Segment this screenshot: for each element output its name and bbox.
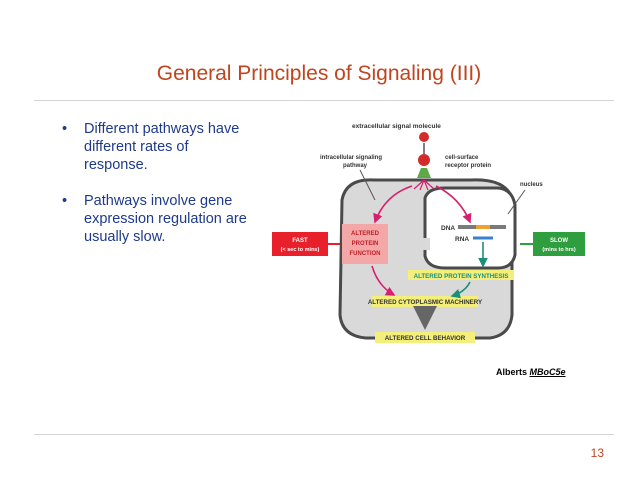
cytoplasmic-label: ALTERED CYTOPLASMIC MACHINERY [368,299,483,306]
bullet-dot-icon: • [62,193,68,209]
intracellular-pointer [359,169,376,201]
figure-citation: Alberts MBoC5e [496,367,566,377]
signal-molecule-top [419,132,429,142]
behavior-label: ALTERED CELL BEHAVIOR [385,335,466,342]
dna-strand [458,225,506,229]
altered-function-box [342,224,388,264]
slow-pathway-arrow [435,185,472,224]
citation-author: Alberts [496,367,528,377]
page-number: 13 [590,446,604,460]
citation-work: MBoC5e [529,367,566,377]
nucleus-label: nucleus [520,182,543,188]
receptor-label-1: cell-surface [445,155,479,161]
altered-function-2: PROTEIN [352,241,379,247]
fast-label-2: (< sec to mins) [281,247,320,253]
title-divider [34,100,614,101]
receptor-protein [417,168,431,178]
fast-pathway-arrow [373,185,413,224]
altered-function-1: ALTERED [351,231,380,237]
bullet-item: • Pathways involve gene expression regul… [62,192,252,246]
nucleus-pore [420,238,430,250]
fast-label-1: FAST [292,238,308,244]
cytoplasmic-box [372,296,478,307]
signal-molecule [418,154,430,166]
intracellular-label-1: intracellular signaling [320,155,382,161]
bullet-item: • Different pathways have different rate… [62,120,252,174]
receptor-splay [413,179,435,191]
fast-box [272,232,328,256]
rna-label: RNA [455,236,469,243]
behavior-box [375,332,475,343]
slide-title: General Principles of Signaling (III) [156,62,482,85]
nucleus [423,186,517,270]
protein-synthesis-box [408,270,514,280]
slow-label-1: SLOW [550,238,568,244]
dna-label: DNA [441,225,455,232]
footer-divider [34,434,614,435]
bullet-list: • Different pathways have different rate… [62,120,252,264]
bullet-dot-icon: • [62,121,68,137]
dna-highlight [476,225,490,229]
cell-body [338,178,514,340]
slow-label-2: (mins to hrs) [542,247,575,253]
slow-box [533,232,585,256]
bullet-text: Different pathways have different rates … [84,121,240,173]
function-to-machinery-arrow [371,265,396,296]
protein-synthesis-label: ALTERED PROTEIN SYNTHESIS [414,273,509,280]
altered-function-3: FUNCTION [350,251,381,257]
extracellular-label: extracellular signal molecule [352,123,441,130]
receptor-label-2: receptor protein [445,163,491,169]
synthesis-to-machinery-arrow [450,281,471,299]
intracellular-label-2: pathway [343,163,368,169]
bullet-text: Pathways involve gene expression regulat… [84,193,247,245]
nucleus-pointer [507,189,526,215]
